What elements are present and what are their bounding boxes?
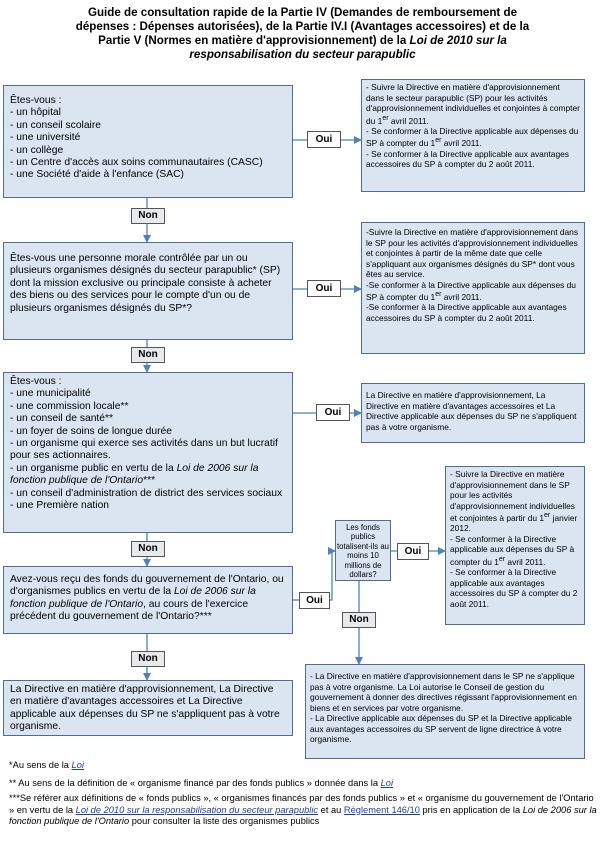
title-line-1: Guide de consultation rapide de la Parti… — [87, 6, 518, 19]
result-4-text: La Directive en matière d'approvisionnem… — [10, 684, 280, 733]
result-5-text-a2: janvier 2012. — [450, 512, 578, 534]
question-3-item-6-text: - un organisme public en vertu de la — [10, 462, 177, 474]
result-box-4: La Directive en matière d'approvisionnem… — [3, 680, 293, 736]
question-2-text: Êtes-vous une personne morale contrôlée … — [10, 253, 281, 314]
result-box-2: -Suivre la Directive en matière d'approv… — [361, 222, 585, 354]
list-item: - une Première nation — [10, 500, 110, 512]
footnote-3-italic-loi-2006: Loi de 2006 sur la fonction publique de … — [9, 804, 597, 827]
title-line-3-text: Partie V (Normes en matière d'approvisio… — [98, 34, 410, 47]
footnote-3-link-loi-2010[interactable]: Loi de 2010 sur la responsabilisation du… — [75, 804, 319, 815]
list-item: - un Centre d'accès aux soins communauta… — [10, 157, 263, 169]
question-4-text-2: Loi de 2006 sur la fonction publique de … — [10, 586, 256, 610]
result-5-item-b: - Se conformer à la Directive applicable… — [450, 534, 580, 567]
result-2-item-b: -Se conformer à la Directive applicable … — [366, 280, 580, 303]
list-item: - un conseil scolaire — [10, 119, 101, 131]
result-3-text: La Directive en matière d'approvisionnem… — [366, 390, 577, 432]
list-item: - un conseil d'administration de distric… — [10, 487, 283, 499]
superscript-er: er — [382, 114, 389, 122]
oui-label-4: Oui — [299, 592, 330, 609]
question-box-3: Êtes-vous : - une municipalité - une com… — [3, 372, 293, 533]
result-1-item-a: - Suivre la Directive en matière d'appro… — [366, 82, 580, 126]
superscript-er: er — [435, 291, 442, 298]
question-5-text: Les fonds publics totalisent-ils au moin… — [337, 523, 390, 580]
list-item: - une commission locale** — [10, 400, 129, 412]
non-label-1: Non — [131, 208, 165, 224]
footnote-3-text-c: et au — [318, 804, 344, 815]
superscript-er: er — [544, 512, 551, 519]
non-label-3: Non — [131, 541, 165, 557]
result-1-item-c: - Se conformer à la Directive applicable… — [366, 148, 569, 170]
non-label-5: Non — [342, 612, 376, 628]
footnote-1: *Au sens de la Loi — [9, 760, 599, 772]
footnote-3-link-reglement[interactable]: Règlement 146/10 — [343, 804, 420, 815]
question-3-list: - une municipalité - une commission loca… — [10, 388, 286, 512]
list-item: - un organisme qui exerce ses activités … — [10, 438, 278, 462]
non-label-4: Non — [131, 651, 165, 667]
title-line-2: dépenses : Dépenses autorisées), de la P… — [75, 20, 530, 33]
result-2-item-c: -Se conformer à la Directive applicable … — [366, 302, 567, 323]
list-item: - un hôpital — [10, 107, 61, 119]
footnote-2: ** Au sens de la définition de « organis… — [9, 778, 599, 790]
question-box-4: Avez-vous reçu des fonds du gouvernement… — [3, 566, 293, 634]
result-2-text-b2: avril 2011. — [441, 291, 482, 302]
footnote-1-text: *Au sens de la — [9, 760, 72, 770]
oui-label-3: Oui — [316, 404, 350, 421]
list-item: - un conseil de santé** — [10, 413, 114, 425]
oui-label-1: Oui — [307, 131, 341, 148]
footnote-2-text: ** Au sens de la définition de « organis… — [9, 778, 381, 788]
question-1-header: Êtes-vous : — [10, 95, 62, 106]
result-box-5: - Suivre la Directive en matière d'appro… — [445, 466, 585, 625]
list-item: - une université — [10, 132, 81, 144]
list-item: - un organisme public en vertu de la Loi… — [10, 463, 286, 488]
footnote-1-link[interactable]: Loi — [71, 760, 84, 770]
page-title: Guide de consultation rapide de la Parti… — [40, 6, 565, 62]
result-5-text-b2: avril 2011. — [505, 556, 546, 567]
title-line-3-italic: Loi de 2010 sur la — [409, 34, 507, 47]
result-box-1: - Suivre la Directive en matière d'appro… — [361, 79, 585, 192]
result-2-item-a: -Suivre la Directive en matière d'approv… — [366, 227, 579, 279]
superscript-er: er — [498, 555, 506, 563]
result-box-3: La Directive en matière d'approvisionnem… — [361, 383, 585, 443]
title-line-3: Partie V (Normes en matière d'approvisio… — [40, 34, 565, 48]
result-6-item-b: - La Directive applicable aux dépenses d… — [310, 713, 572, 744]
question-3-item-6-stars: *** — [143, 475, 156, 487]
question-box-2: Êtes-vous une personne morale contrôlée … — [3, 242, 293, 340]
list-item: - une municipalité — [10, 388, 91, 400]
result-1-text-b2: avril 2011. — [441, 138, 482, 149]
question-4-text-3: , au cours de l'exercice précédent du go… — [10, 598, 249, 623]
footnote-2-link[interactable]: Loi — [380, 778, 394, 788]
list-item: - un collège — [10, 144, 64, 156]
list-item: - une Société d'aide à l'enfance (SAC) — [10, 169, 184, 181]
result-1-item-b: - Se conformer à la Directive applicable… — [366, 126, 580, 149]
result-5-text-a1: - Suivre la Directive en matière d'appro… — [450, 469, 575, 523]
footnote-3-text-a: ***Se référer aux définitions de « fonds… — [9, 793, 594, 815]
footnote-3-text-e: pris en application de la — [419, 804, 523, 815]
result-1-text-a1: - Suivre la Directive en matière d'appro… — [366, 82, 580, 126]
title-line-4: responsabilisation du secteur parapublic — [40, 48, 565, 62]
question-box-1: Êtes-vous : - un hôpital - un conseil sc… — [3, 85, 293, 198]
result-1-text-a2: avril 2011. — [388, 115, 429, 126]
superscript-er: er — [435, 137, 442, 145]
question-1-list: - un hôpital - un conseil scolaire - une… — [10, 107, 286, 181]
result-box-6: - La Directive en matière d'approvisionn… — [305, 664, 585, 759]
question-3-header: Êtes-vous : — [10, 376, 62, 387]
result-5-text-b1: - Se conformer à la Directive applicable… — [450, 533, 575, 567]
result-5-item-c: - Se conformer à la Directive applicable… — [450, 567, 578, 609]
question-4-text: Avez-vous reçu des fonds du gouvernement… — [10, 574, 286, 624]
list-item: - un foyer de soins de longue durée — [10, 425, 173, 437]
result-1-text-b1: - Se conformer à la Directive applicable… — [366, 125, 579, 149]
question-4-text-1: Avez-vous reçu des fonds du gouvernement… — [10, 574, 284, 598]
question-box-5: Les fonds publics totalisent-ils au moin… — [335, 520, 391, 581]
result-5-item-a: - Suivre la Directive en matière d'appro… — [450, 469, 580, 534]
footnote-3-text-g: pour consulter la liste des organismes p… — [129, 816, 320, 827]
non-label-2: Non — [131, 347, 165, 363]
result-2-text-b1: -Se conformer à la Directive applicable … — [366, 279, 576, 302]
question-3-item-6-italic: Loi de 2006 sur la fonction publique de … — [10, 462, 259, 487]
result-6-item-a: - La Directive en matière d'approvisionn… — [310, 671, 577, 713]
oui-label-2: Oui — [307, 280, 341, 297]
footnote-3: ***Se référer aux définitions de « fonds… — [9, 793, 599, 828]
title-line-4-italic: responsabilisation du secteur parapublic — [189, 48, 416, 61]
oui-label-5: Oui — [397, 543, 429, 560]
